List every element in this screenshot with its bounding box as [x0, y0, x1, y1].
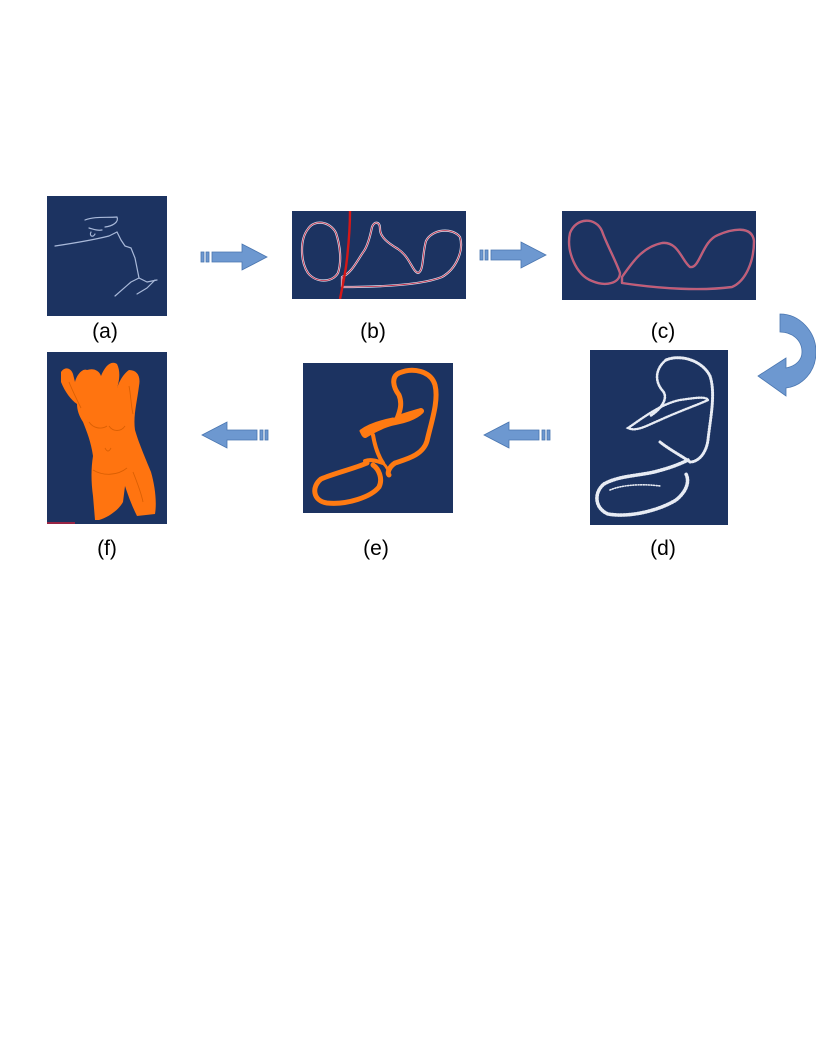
surface-mesh: [312, 367, 439, 506]
contour-curve: [300, 211, 463, 299]
caption-d: (d): [650, 537, 676, 560]
panel-b-contour-cut: [292, 211, 466, 299]
contour-curve: [567, 219, 756, 291]
caption-f: (f): [97, 537, 117, 560]
caption-a: (a): [92, 320, 118, 343]
caption-e: (e): [363, 537, 389, 560]
sketch-strokes: [54, 216, 158, 297]
caption-c: (c): [650, 320, 676, 343]
panel-d-sweep-strokes: [590, 350, 728, 525]
arrow-left-icon: [201, 421, 269, 449]
torso-mesh: [47, 362, 156, 524]
arrow-left-icon: [483, 421, 551, 449]
panel-c-contour-smoothed: [562, 211, 756, 300]
arrow-right-icon: [479, 241, 547, 269]
sweep-surface: [595, 356, 715, 517]
caption-b: (b): [360, 320, 386, 343]
panel-a-sketch: [47, 196, 167, 316]
panel-f-torso-model: [47, 352, 167, 524]
panel-e-surface: [303, 363, 453, 513]
arrow-right-icon: [200, 243, 268, 271]
curved-arrow-icon: [757, 313, 816, 397]
